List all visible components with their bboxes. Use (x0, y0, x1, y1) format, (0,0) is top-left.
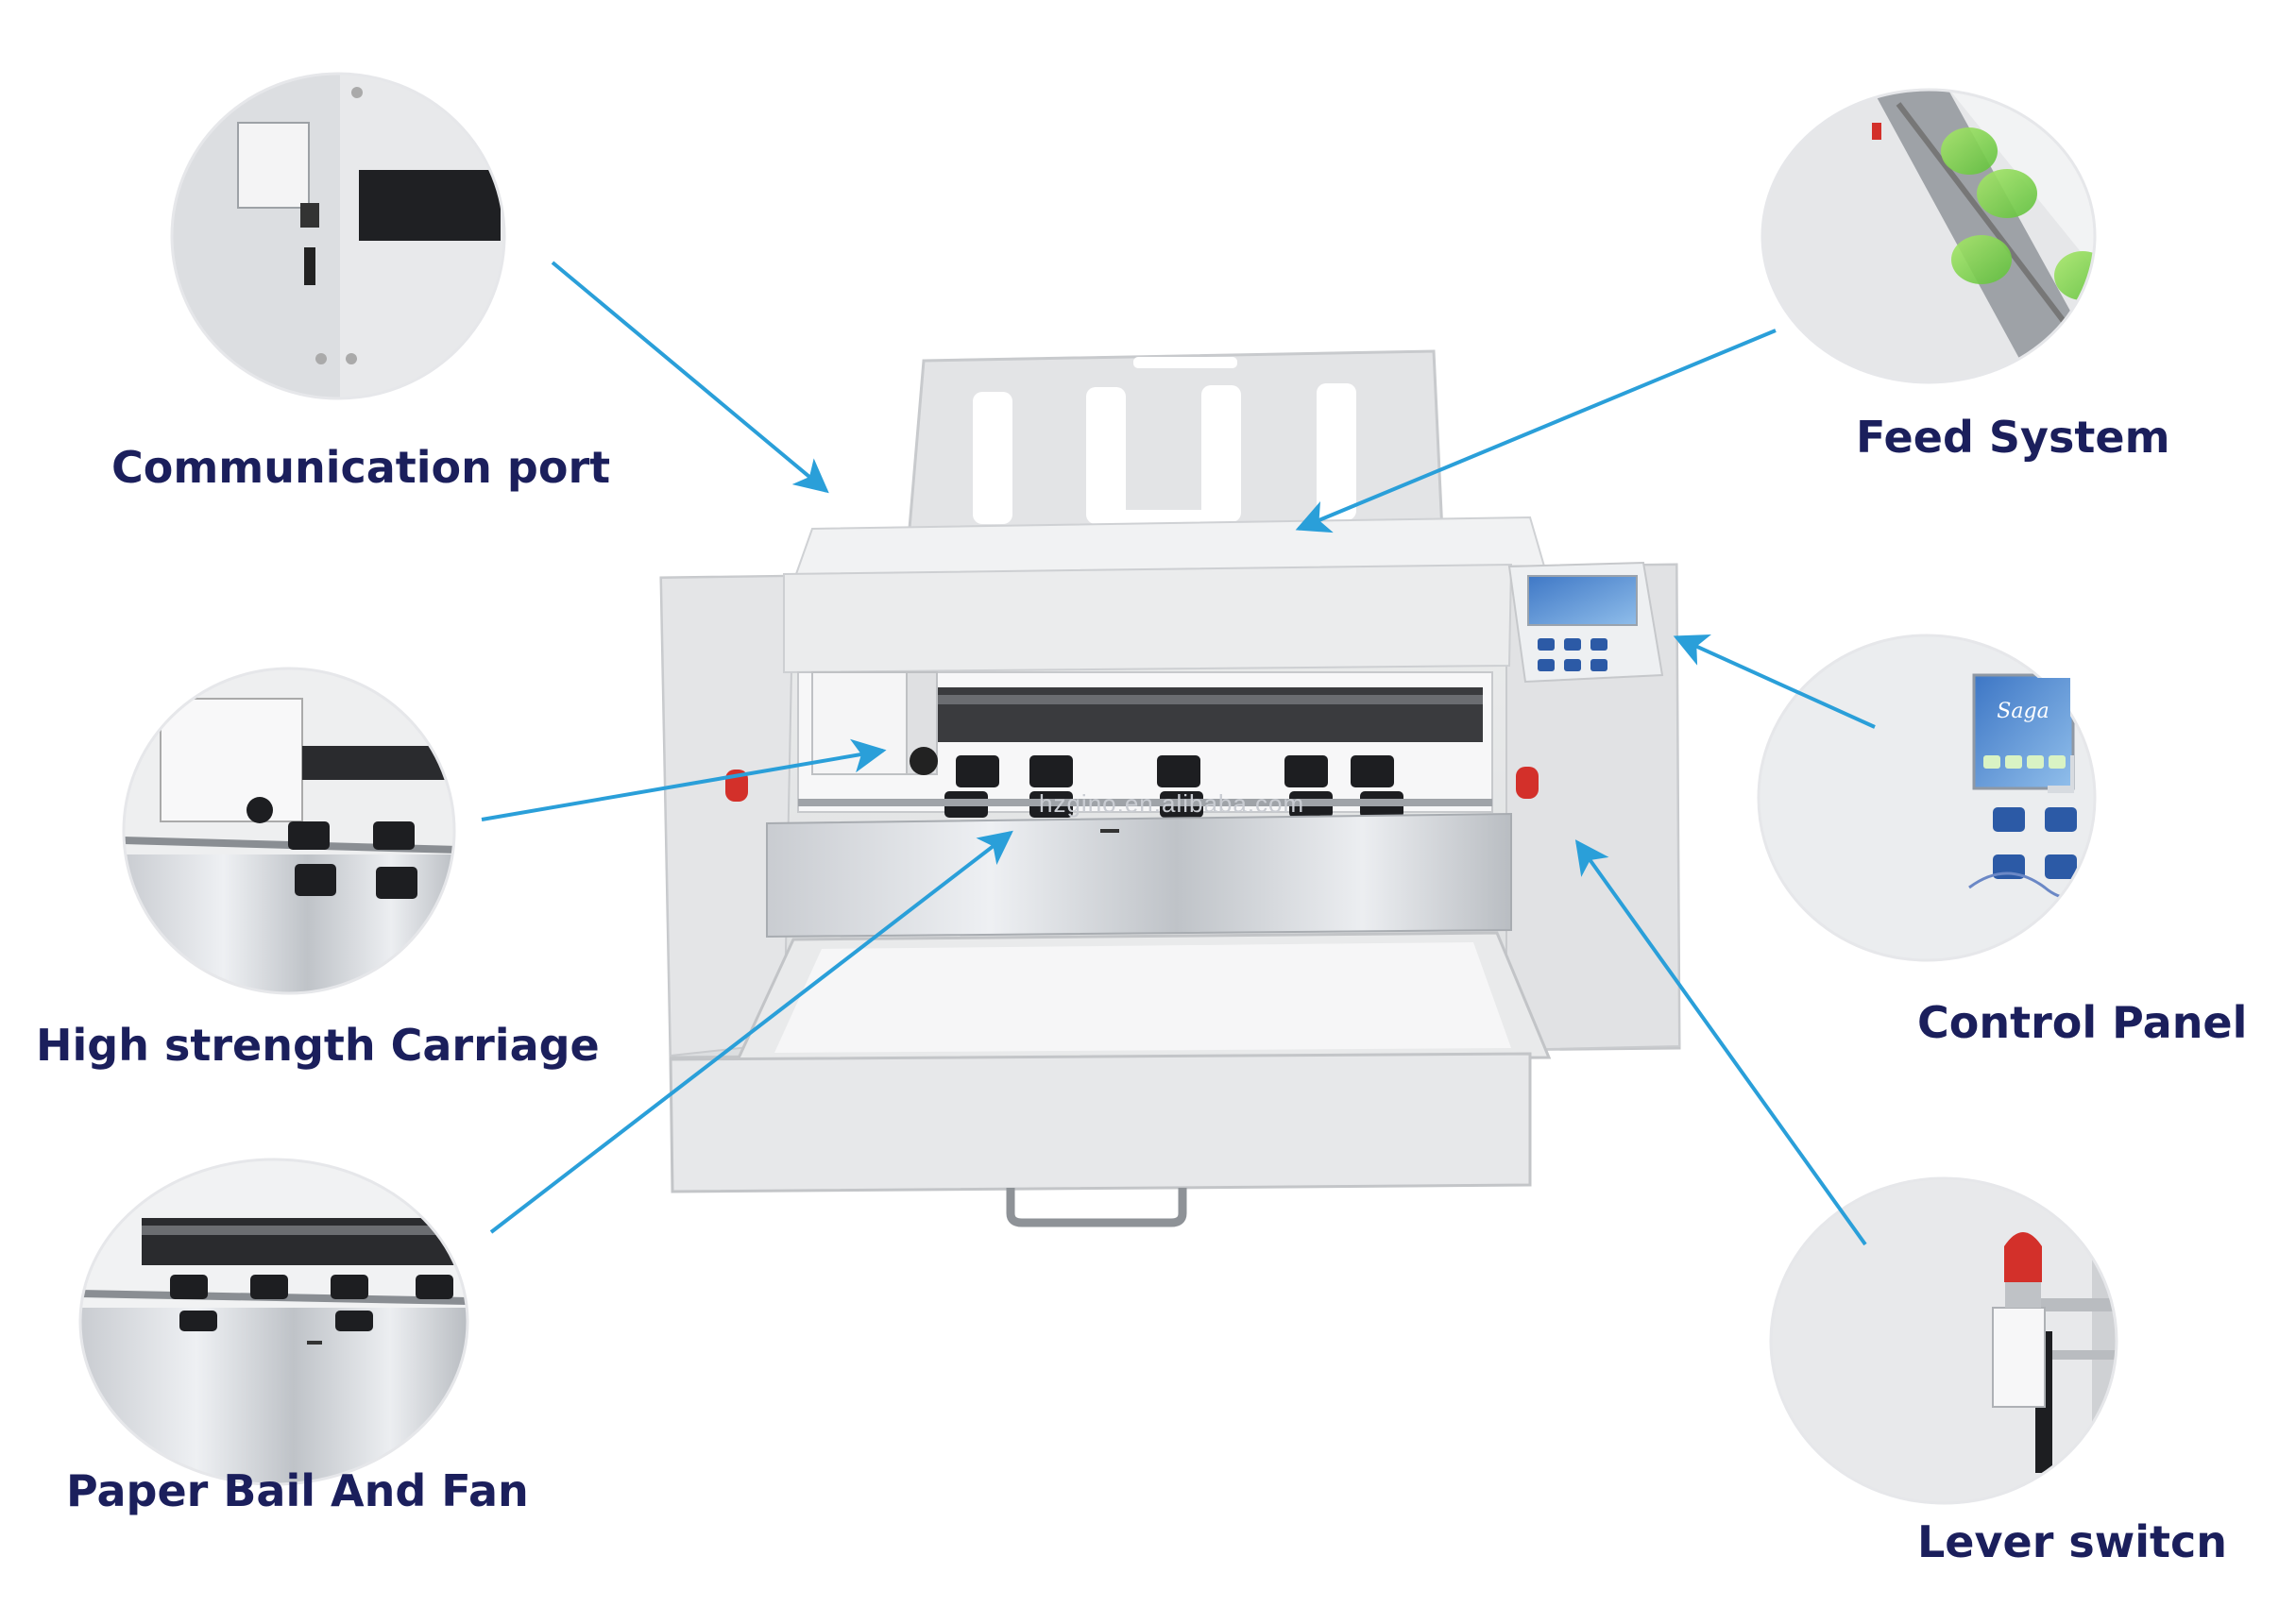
callout-arrows (481, 261, 1876, 1246)
feed-system-photo (1762, 90, 2095, 382)
lever-switch-photo (1771, 1178, 2117, 1503)
carriage-photo (124, 668, 454, 993)
control-panel-screen: Saga (1977, 678, 2070, 786)
arrow-communication-port (551, 261, 829, 494)
communication-port-photo (172, 74, 504, 398)
cutting-plotter-machine (659, 349, 1681, 1227)
screen-brand-text: Saga (1997, 700, 2049, 723)
label-control-panel: Control Panel (1917, 997, 2248, 1048)
control-panel-frame (1757, 634, 2097, 962)
label-paper-bail-and-fan: Paper Bail And Fan (66, 1465, 529, 1516)
label-communication-port: Communication port (111, 442, 611, 493)
arrow-feed-system (1295, 329, 1777, 533)
arrow-control-panel (1673, 634, 1876, 729)
arrow-carriage (481, 738, 887, 821)
communication-port-frame (170, 72, 506, 400)
arrow-paper-bail (489, 830, 1013, 1234)
arrow-lever-switch (1574, 839, 1867, 1246)
watermark-text: hzgino.en.alibaba.com (1039, 789, 1305, 818)
feed-system-frame (1760, 88, 2097, 384)
label-lever-switch: Lever switcn (1917, 1516, 2228, 1567)
carriage-frame (122, 667, 456, 995)
paper-bail-photo (80, 1159, 468, 1484)
label-feed-system: Feed System (1856, 412, 2170, 463)
lever-switch-frame (1769, 1176, 2118, 1505)
paper-bail-frame (78, 1158, 469, 1486)
label-high-strength-carriage: High strength Carriage (36, 1020, 600, 1071)
